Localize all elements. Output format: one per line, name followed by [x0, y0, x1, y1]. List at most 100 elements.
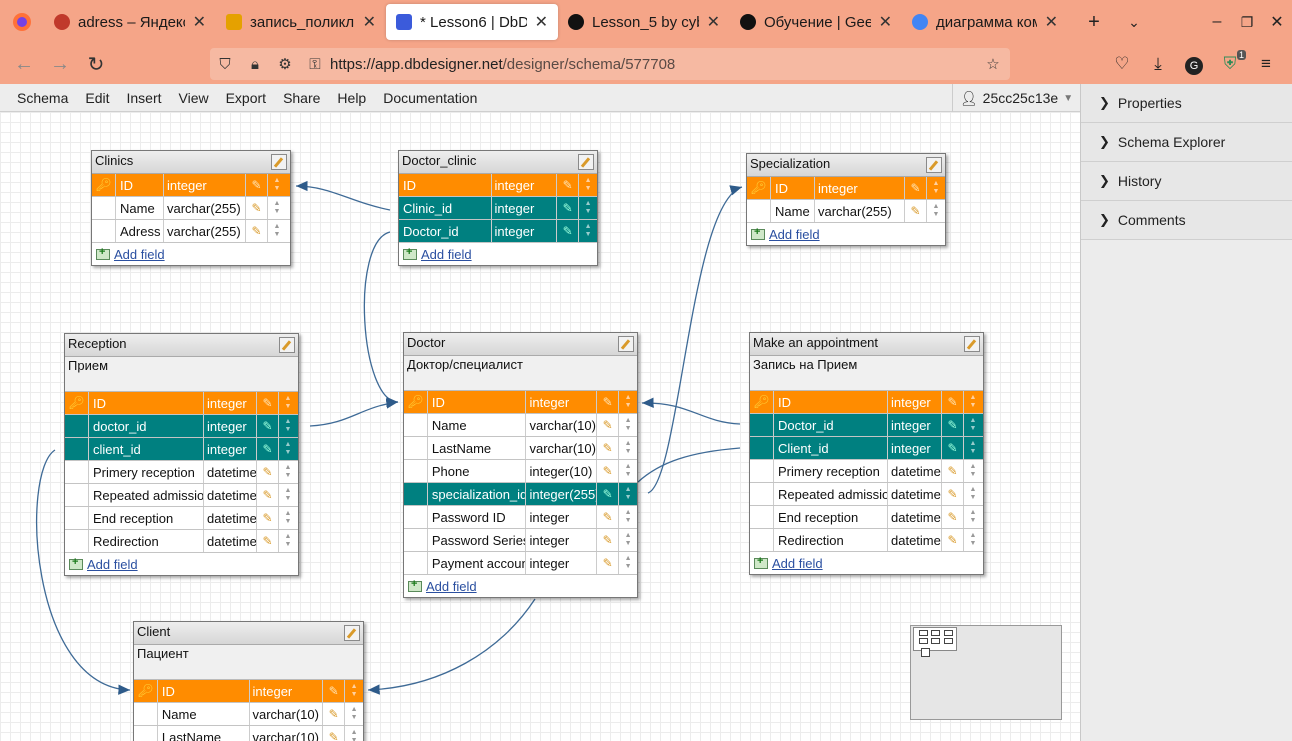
- forward-icon[interactable]: →: [50, 52, 70, 75]
- menu-view[interactable]: View: [178, 89, 209, 106]
- reorder-field-icon[interactable]: ▲▼: [932, 180, 940, 195]
- tab-dbdesigner[interactable]: * Lesson6 | DbDe ✕: [386, 4, 558, 40]
- reorder-field-icon[interactable]: ▲▼: [969, 440, 977, 455]
- reorder-field-icon[interactable]: ▲▼: [350, 706, 358, 721]
- edit-field-icon[interactable]: ✎: [942, 414, 964, 436]
- minimap[interactable]: [910, 625, 1062, 720]
- edit-field-icon[interactable]: ✎: [257, 415, 279, 437]
- edit-table-icon[interactable]: [271, 154, 287, 170]
- reorder-field-icon[interactable]: ▲▼: [969, 394, 977, 409]
- panel-history[interactable]: ❯History: [1081, 162, 1292, 201]
- edit-field-icon[interactable]: ✎: [557, 174, 580, 196]
- relation-line[interactable]: [309, 398, 399, 427]
- edit-field-icon[interactable]: ✎: [246, 174, 268, 196]
- add-field-row[interactable]: Add field: [65, 553, 298, 575]
- edit-field-icon[interactable]: ✎: [323, 726, 346, 741]
- list-tabs-icon[interactable]: ⌄: [1128, 13, 1140, 30]
- edit-field-icon[interactable]: ✎: [257, 392, 279, 414]
- reorder-field-icon[interactable]: ▲▼: [624, 555, 632, 570]
- reorder-field-icon[interactable]: ▲▼: [624, 417, 632, 432]
- reorder-field-icon[interactable]: ▲▼: [284, 395, 292, 410]
- reorder-field-icon[interactable]: ▲▼: [273, 200, 281, 215]
- close-tab-icon[interactable]: ✕: [1044, 14, 1058, 31]
- reorder-field-icon[interactable]: ▲▼: [584, 223, 592, 238]
- menu-export[interactable]: Export: [225, 89, 267, 106]
- edit-field-icon[interactable]: ✎: [257, 438, 279, 460]
- relation-line[interactable]: [641, 397, 741, 425]
- reorder-field-icon[interactable]: ▲▼: [584, 200, 592, 215]
- edit-field-icon[interactable]: ✎: [246, 197, 268, 219]
- edit-field-icon[interactable]: ✎: [597, 414, 620, 436]
- reorder-field-icon[interactable]: ▲▼: [284, 533, 292, 548]
- pocket-icon[interactable]: ♡: [1114, 54, 1130, 73]
- edit-table-icon[interactable]: [578, 154, 594, 170]
- menu-help[interactable]: Help: [337, 89, 367, 106]
- account-icon[interactable]: G: [1176, 54, 1212, 75]
- edit-field-icon[interactable]: ✎: [942, 391, 964, 413]
- add-field-link[interactable]: Add field: [769, 226, 820, 242]
- edit-field-icon[interactable]: ✎: [942, 460, 964, 482]
- tab-geekbrains[interactable]: Обучение | Geek ✕: [730, 4, 902, 40]
- minimize-icon[interactable]: –: [1212, 13, 1222, 30]
- add-field-link[interactable]: Add field: [87, 556, 138, 572]
- firefox-menu-button[interactable]: [0, 0, 44, 44]
- add-field-link[interactable]: Add field: [426, 578, 477, 594]
- edit-field-icon[interactable]: ✎: [257, 461, 279, 483]
- reorder-field-icon[interactable]: ▲▼: [624, 509, 632, 524]
- panel-schema-explorer[interactable]: ❯Schema Explorer: [1081, 123, 1292, 162]
- maximize-icon[interactable]: ❐: [1240, 13, 1254, 30]
- add-field-row[interactable]: Add field: [404, 575, 637, 597]
- table-title[interactable]: Make an appointment: [750, 333, 983, 356]
- edit-field-icon[interactable]: ✎: [557, 197, 580, 219]
- tracking-shield-icon[interactable]: ⛉: [219, 55, 231, 73]
- close-tab-icon[interactable]: ✕: [706, 14, 720, 31]
- reorder-field-icon[interactable]: ▲▼: [284, 487, 292, 502]
- edit-field-icon[interactable]: ✎: [597, 483, 620, 505]
- relation-line[interactable]: [295, 180, 391, 211]
- edit-field-icon[interactable]: ✎: [257, 484, 279, 506]
- edit-field-icon[interactable]: ✎: [905, 177, 927, 199]
- back-icon[interactable]: ←: [14, 52, 34, 75]
- add-field-row[interactable]: Add field: [747, 223, 945, 245]
- edit-field-icon[interactable]: ✎: [597, 506, 620, 528]
- reorder-field-icon[interactable]: ▲▼: [969, 486, 977, 501]
- reorder-field-icon[interactable]: ▲▼: [624, 440, 632, 455]
- panel-properties[interactable]: ❯Properties: [1081, 84, 1292, 123]
- reorder-field-icon[interactable]: ▲▼: [350, 729, 358, 741]
- relation-line[interactable]: [363, 231, 399, 408]
- tab-google[interactable]: диаграмма комп ✕: [902, 4, 1068, 40]
- reorder-field-icon[interactable]: ▲▼: [624, 486, 632, 501]
- download-icon[interactable]: ⤓: [1154, 54, 1162, 73]
- reorder-field-icon[interactable]: ▲▼: [584, 177, 592, 192]
- relation-line[interactable]: [647, 185, 743, 494]
- table-title[interactable]: Doctor: [404, 333, 637, 356]
- edit-field-icon[interactable]: ✎: [905, 200, 927, 222]
- table-title[interactable]: Reception: [65, 334, 298, 357]
- edit-table-icon[interactable]: [964, 336, 980, 352]
